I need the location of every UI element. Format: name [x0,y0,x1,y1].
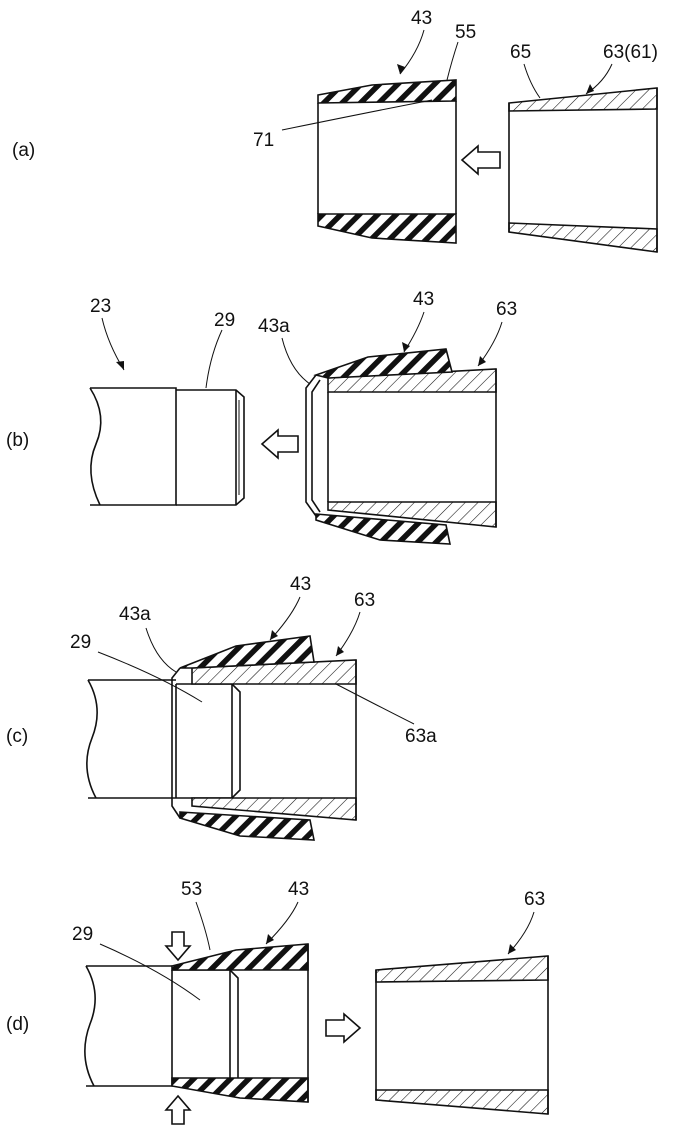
arrow-left-icon [462,146,500,174]
cap-top-wall [180,636,314,668]
cap-top-wall [172,944,308,970]
cap-tube-assembly-b [306,349,496,544]
panel-label-a: (a) [12,140,35,161]
tube-63-a [509,88,657,252]
panel-label-b: (b) [6,430,29,451]
ref-63-d: 63 [524,889,545,910]
shaft-d [85,966,238,1086]
ref-63-c: 63 [354,590,375,611]
shaft-23-b [90,388,244,505]
cap-top-wall [316,349,452,378]
panel-a: (a) 43 55 71 65 63(61) [12,8,658,252]
ref-29-d: 29 [72,924,93,945]
panel-d: (d) 29 53 43 [6,879,548,1124]
ref-43a-c: 43a [119,604,151,625]
tube-63-d [376,956,548,1114]
cap-43-a [318,80,456,243]
arrow-up-icon [166,1096,190,1124]
ref-53-d: 53 [181,879,202,900]
ref-63-61-a: 63(61) [603,42,658,63]
cap-top-wall [318,80,456,103]
arrow-right-icon [326,1014,360,1042]
tube-bottom-wall [509,223,657,252]
panel-c: (c) 29 43a 43 63 63 [6,574,437,840]
tube-63-c [192,660,356,820]
cap-43-d [172,944,308,1102]
shaft-c [87,680,240,798]
ref-29-b: 29 [214,310,235,331]
tube-bottom-wall [376,1090,548,1114]
ref-43-d: 43 [288,879,309,900]
tube-top-wall [376,956,548,982]
tube-top-wall [509,88,657,111]
ref-55-a: 55 [455,22,476,43]
ref-63a-c: 63a [405,726,437,747]
ref-43a-b: 43a [258,316,290,337]
ref-43-a: 43 [411,8,432,29]
ref-29-c: 29 [70,632,91,653]
panel-label-c: (c) [6,726,28,747]
arrow-down-icon [166,932,190,960]
ref-23-b: 23 [90,296,111,317]
ref-63-b: 63 [496,299,517,320]
ref-71-a: 71 [253,130,274,151]
cap-bottom-wall [180,812,314,840]
ref-43-b: 43 [413,289,434,310]
cap-bottom-wall [318,214,456,243]
ref-43-c: 43 [290,574,311,595]
panel-label-d: (d) [6,1014,29,1035]
ref-65-a: 65 [510,42,531,63]
arrow-left-icon [262,430,298,458]
panel-b: (b) 23 29 43a [6,289,517,544]
cap-bottom-wall [172,1078,308,1102]
